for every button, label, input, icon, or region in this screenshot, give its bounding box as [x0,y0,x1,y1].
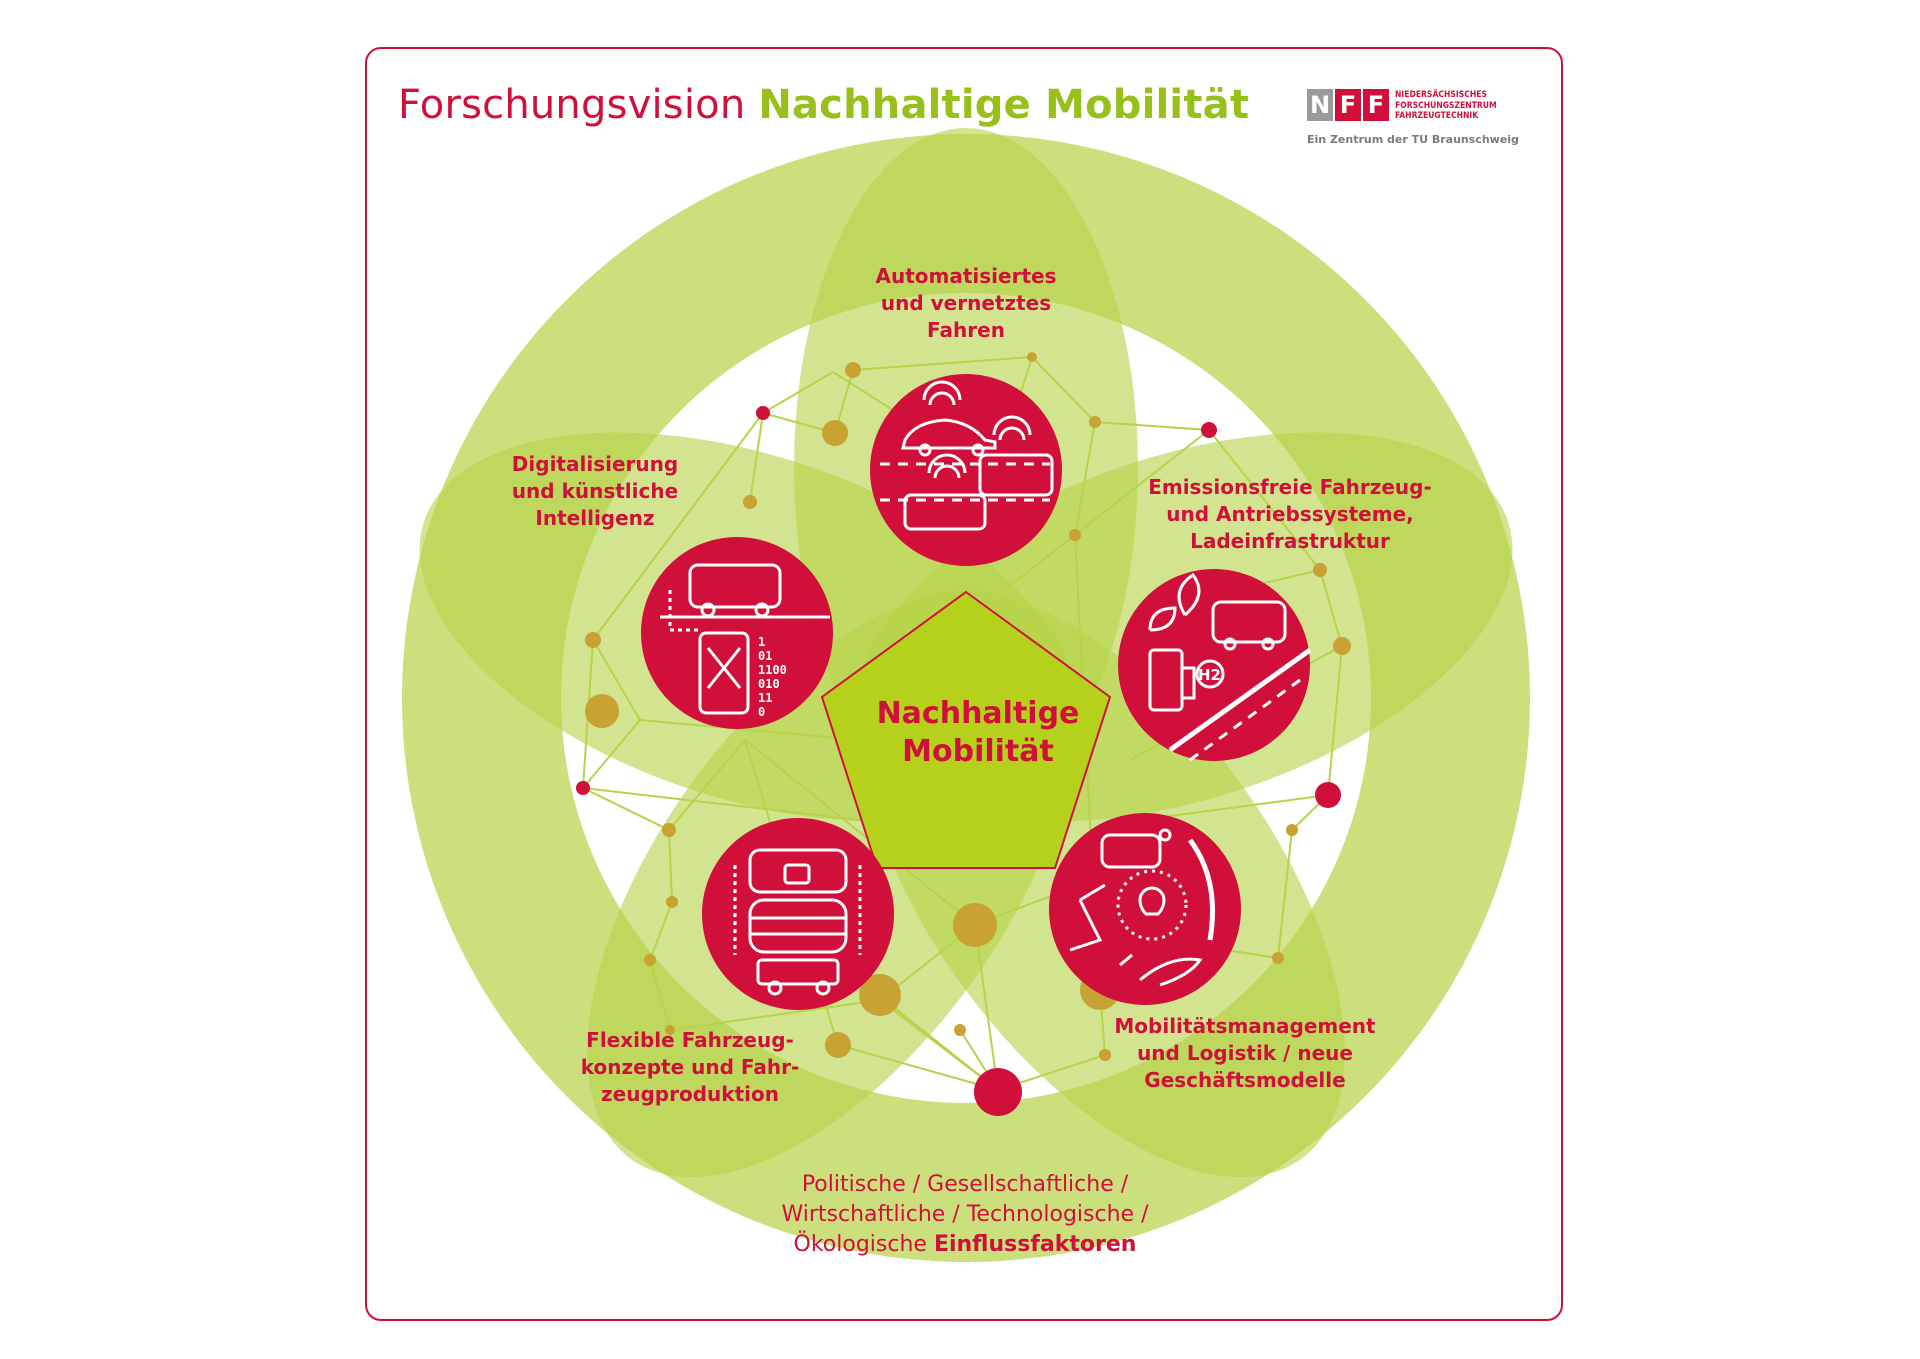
svg-text:010: 010 [758,677,780,691]
logo-subtitle: Ein Zentrum der TU Braunschweig [1307,133,1519,146]
center-label-line-1: Nachhaltige [876,696,1080,731]
emission-free-icon [1148,572,1312,762]
h2-label: H2 [1198,666,1221,684]
svg-text:11: 11 [758,691,772,705]
influence-line-1: Politische / Gesellschaftliche / [801,1172,1129,1197]
binary-digits: 1 01 1100 010 11 0 [758,635,787,719]
logo-line-3: FAHRZEUGTECHNIK [1395,111,1479,121]
digitalisation-icon [660,563,830,715]
svg-text:0: 0 [758,705,765,719]
title-part-research-vision: Forschungsvision [398,82,746,128]
topic-circle-automated [870,374,1062,566]
title-part-sustainable-mobility: Nachhaltige Mobilität [758,82,1250,128]
influence-factors-text: Politische / Gesellschaftliche / Wirtsch… [720,1170,1210,1260]
svg-text:1100: 1100 [758,663,787,677]
logo-letter-f1: F [1335,89,1361,121]
flexible-vehicle-icon [733,848,862,996]
topic-label-emission-free: Emissionsfreie Fahrzeug-und Antriebssyst… [1148,475,1432,553]
topic-circle-flexible-vehicles [702,818,894,1010]
page-title: Forschungsvision Nachhaltige Mobilität [398,82,1249,128]
influence-line-2: Wirtschaftliche / Technologische / [781,1202,1149,1227]
svg-text:01: 01 [758,649,772,663]
center-label-line-2: Mobilität [902,734,1054,769]
mobility-management-icon [1069,828,1215,987]
logo-letter-n: N [1307,89,1333,121]
topic-label-flexible-vehicles: Flexible Fahrzeug-konzepte und Fahr-zeug… [580,1028,800,1106]
logo-institute-name: NIEDERSÄCHSISCHES FORSCHUNGSZENTRUM FAHR… [1395,90,1525,122]
influence-line-3: Ökologische Einflussfaktoren [793,1232,1137,1257]
poster-frame [365,47,1563,1321]
automated-driving-icon [880,380,1054,531]
center-pentagon [820,590,1112,869]
svg-text:1: 1 [758,635,765,649]
center-label: Nachhaltige Mobilität [858,695,1098,771]
logo-line-2: FORSCHUNGSZENTRUM [1395,100,1497,111]
logo-line-1: NIEDERSÄCHSISCHES [1395,90,1487,100]
topic-circle-digitalisation: 1 01 1100 010 11 0 [641,537,833,729]
nff-logo: N F F NIEDERSÄCHSISCHES FORSCHUNGSZENTRU… [1307,89,1537,149]
logo-letter-f2: F [1363,89,1389,121]
topic-circle-emission-free: H2 [1118,569,1312,762]
topic-circle-mobility-management [1049,813,1241,1005]
influence-factors-keyword: Einflussfaktoren [933,1232,1137,1257]
